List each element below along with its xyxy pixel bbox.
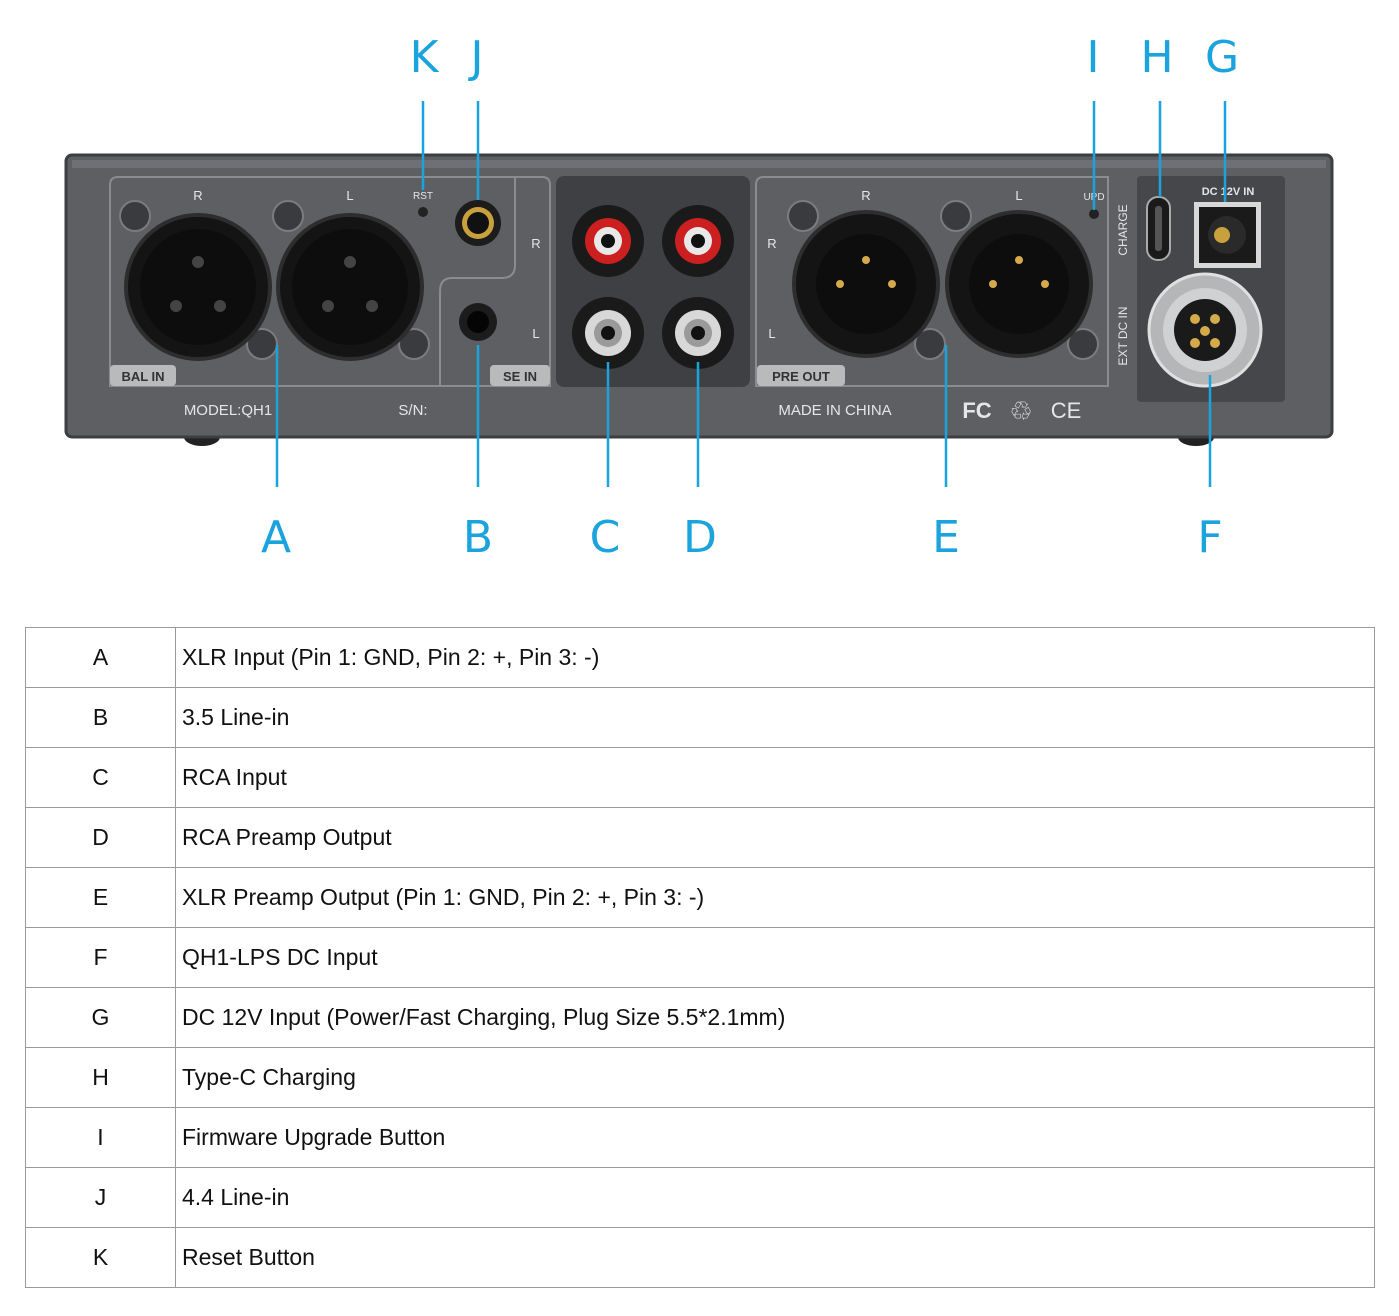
pre-out-section — [755, 176, 1109, 387]
rca-output-r — [662, 205, 734, 277]
rca-output-l — [662, 297, 734, 369]
legend-key: B — [25, 687, 176, 748]
rca-l-right-label: L — [768, 326, 775, 341]
screw — [119, 200, 151, 232]
rear-panel-diagram: R L RST BAL IN SE IN R L R L R L UPD PRE… — [64, 32, 1334, 563]
legend-key: E — [25, 867, 176, 928]
callout-e: E — [932, 512, 960, 563]
callout-j: J — [468, 32, 484, 83]
se-in-label: SE IN — [503, 369, 537, 384]
legend-key: A — [25, 627, 176, 688]
screw — [787, 200, 819, 232]
jack-4-4-input — [455, 200, 501, 246]
rca-r-right-label: R — [767, 236, 776, 251]
legend-key: J — [25, 1167, 176, 1228]
legend-desc: Reset Button — [175, 1227, 1375, 1288]
reset-button — [418, 207, 428, 217]
legend-key: I — [25, 1107, 176, 1168]
xlr-input-r — [124, 213, 272, 361]
screw — [1067, 328, 1099, 360]
ext-dc-label: EXT DC IN — [1116, 306, 1130, 365]
screw — [398, 328, 430, 360]
model-label: MODEL:QH1 — [184, 402, 272, 419]
xlr-output-r — [792, 210, 940, 358]
legend-desc: XLR Input (Pin 1: GND, Pin 2: +, Pin 3: … — [175, 627, 1375, 688]
pre-out-l-label: L — [1015, 188, 1022, 203]
bal-in-section — [109, 176, 516, 387]
rca-r-left-label: R — [531, 236, 540, 251]
xlr-output-l — [945, 210, 1093, 358]
legend-desc: XLR Preamp Output (Pin 1: GND, Pin 2: +,… — [175, 867, 1375, 928]
rca-input-l — [572, 297, 644, 369]
legend-key: H — [25, 1047, 176, 1108]
legend-desc: RCA Input — [175, 747, 1375, 808]
ce-mark: CE — [1051, 398, 1082, 423]
legend-desc: Firmware Upgrade Button — [175, 1107, 1375, 1168]
serial-label: S/N: — [398, 402, 427, 419]
callout-c: C — [590, 512, 621, 563]
screw — [272, 200, 304, 232]
legend-key: D — [25, 807, 176, 868]
callout-h: H — [1140, 32, 1173, 83]
legend-key: G — [25, 987, 176, 1048]
rst-label: RST — [413, 191, 433, 202]
callout-i: I — [1087, 32, 1100, 83]
screw — [940, 200, 972, 232]
legend-desc: 4.4 Line-in — [175, 1167, 1375, 1228]
jack-3-5-input — [459, 303, 497, 341]
rca-l-left-label: L — [532, 326, 539, 341]
recycle-icon: ♲ — [1009, 396, 1032, 426]
callout-a: A — [261, 512, 291, 563]
bal-in-r-label: R — [193, 188, 202, 203]
pre-out-label: PRE OUT — [772, 369, 830, 384]
legend-desc: RCA Preamp Output — [175, 807, 1375, 868]
bal-in-label: BAL IN — [121, 369, 164, 384]
pre-out-r-label: R — [861, 188, 870, 203]
ext-dc-connector — [1147, 272, 1263, 388]
rca-input-r — [572, 205, 644, 277]
legend-key: K — [25, 1227, 176, 1288]
legend-key: C — [25, 747, 176, 808]
bal-in-l-label: L — [346, 188, 353, 203]
legend-desc: Type-C Charging — [175, 1047, 1375, 1108]
charge-label: CHARGE — [1116, 204, 1130, 255]
screw — [914, 328, 946, 360]
fc-mark: FC — [962, 398, 991, 423]
upgrade-button — [1089, 209, 1099, 219]
legend-key: F — [25, 927, 176, 988]
dc-12v-label: DC 12V IN — [1202, 186, 1255, 198]
se-in-section — [440, 176, 551, 387]
xlr-input-l — [276, 213, 424, 361]
legend-desc: 3.5 Line-in — [175, 687, 1375, 748]
legend-desc: QH1-LPS DC Input — [175, 927, 1375, 988]
dc-12v-port — [1194, 202, 1261, 268]
callout-d: D — [683, 512, 717, 563]
callout-b: B — [463, 512, 493, 563]
callout-f: F — [1197, 512, 1222, 563]
legend-desc: DC 12V Input (Power/Fast Charging, Plug … — [175, 987, 1375, 1048]
callout-k: K — [410, 32, 440, 83]
callout-g: G — [1205, 32, 1239, 83]
screw — [246, 328, 278, 360]
made-in-label: MADE IN CHINA — [778, 402, 891, 419]
